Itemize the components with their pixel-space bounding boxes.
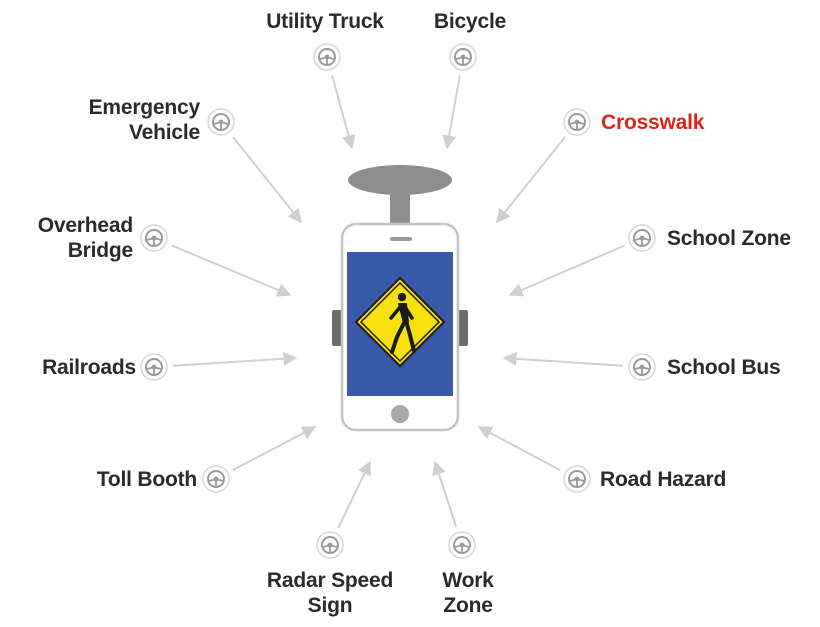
- alert-label-school-bus: School Bus: [667, 356, 781, 379]
- alert-label-radar-speed-sign: Radar Speed Sign: [266, 569, 394, 617]
- steering-wheel-icon: [202, 465, 230, 493]
- steering-wheel-icon: [628, 224, 656, 252]
- steering-wheel-icon: [316, 531, 344, 559]
- arrow-toll-booth: [232, 426, 317, 472]
- arrow-overhead-bridge: [171, 244, 292, 297]
- pedestrian-crossing-sign-icon: [354, 276, 446, 368]
- alert-label-railroads: Railroads: [42, 356, 136, 379]
- steering-wheel-icon: [140, 224, 168, 252]
- alert-label-toll-booth: Toll Booth: [96, 468, 197, 491]
- steering-wheel-icon: [563, 465, 591, 493]
- arrow-emergency-vehicle: [232, 136, 302, 224]
- alert-label-overhead-bridge: Overhead Bridge: [37, 214, 133, 262]
- steering-wheel-icon: [207, 108, 235, 136]
- steering-wheel-icon: [563, 108, 591, 136]
- alert-label-bicycle: Bicycle: [433, 10, 507, 33]
- alert-label-work-zone: Work Zone: [442, 569, 494, 617]
- alert-label-school-zone: School Zone: [667, 227, 791, 250]
- steering-wheel-icon: [448, 531, 476, 559]
- mount-arm: [390, 186, 410, 228]
- phone-mount: [332, 165, 468, 346]
- arrow-bicycle: [442, 75, 461, 150]
- arrows-layer: [171, 75, 625, 529]
- suction-cup: [348, 165, 452, 195]
- arrow-school-zone: [508, 244, 625, 297]
- steering-wheel-icon: [449, 43, 477, 71]
- phone-speaker: [390, 237, 412, 241]
- steering-wheel-icon: [140, 353, 168, 381]
- alert-label-utility-truck: Utility Truck: [266, 10, 384, 33]
- clip-left: [332, 310, 342, 346]
- arrow-radar-speed-sign: [337, 460, 371, 529]
- home-button: [391, 405, 409, 423]
- arrow-railroads: [172, 351, 298, 367]
- arrow-work-zone: [432, 460, 458, 528]
- steering-wheel-icon: [313, 43, 341, 71]
- steering-wheel-icon: [628, 353, 656, 381]
- arrow-crosswalk: [496, 136, 566, 224]
- arrow-road-hazard: [477, 426, 561, 471]
- alert-label-crosswalk: Crosswalk: [601, 111, 705, 134]
- alert-label-road-hazard: Road Hazard: [600, 468, 727, 491]
- alert-label-emergency-vehicle: Emergency Vehicle: [88, 96, 201, 144]
- clip-right: [458, 310, 468, 346]
- smartphone: [340, 222, 460, 432]
- arrow-school-bus: [502, 351, 624, 367]
- arrow-utility-truck: [331, 75, 356, 150]
- icons-layer: [140, 43, 656, 559]
